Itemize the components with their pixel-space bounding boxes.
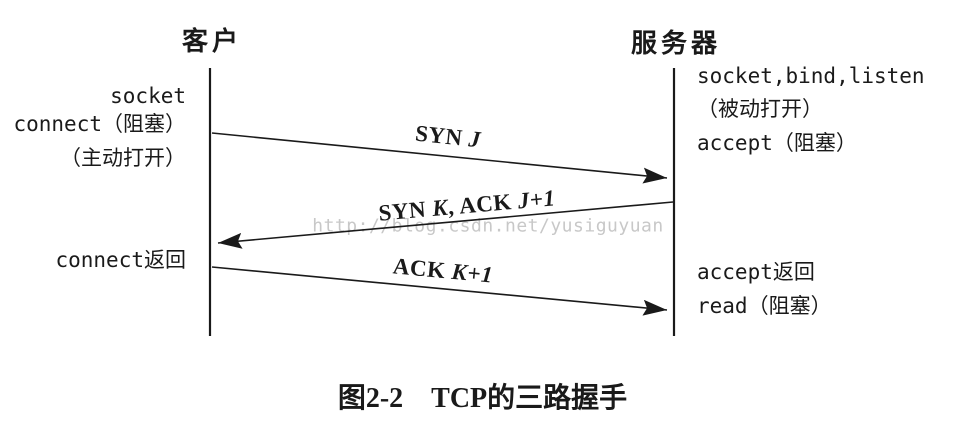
ack-text: ACK — [391, 253, 453, 284]
server-passive-open-label: （被动打开） — [697, 97, 823, 121]
syn-text: SYN — [414, 120, 471, 152]
figure-number: 图2-2 — [337, 383, 404, 414]
client-socket-label: socket — [110, 84, 186, 108]
client-active-open-label: （主动打开） — [60, 146, 186, 170]
syn-arrow — [211, 132, 668, 184]
client-connect-blocking-label: connect（阻塞） — [13, 112, 186, 136]
synack-seq2: J+1 — [516, 185, 557, 214]
client-lifeline-title: 客户 — [181, 26, 243, 56]
ack-arrow — [211, 266, 668, 316]
server-accept-blocking-label: accept（阻塞） — [697, 131, 857, 155]
figure-title: TCP的三路握手 — [431, 383, 628, 414]
syn-seq: J — [467, 126, 483, 153]
server-socket-bind-listen-label: socket,bind,listen — [697, 64, 925, 88]
blog-watermark: http://blog.csdn.net/yusiguyuan — [312, 215, 664, 237]
ack-seq: K+1 — [450, 258, 495, 288]
figure-caption: 图2-2 TCP的三路握手 — [0, 376, 965, 416]
server-read-blocking-label: read（阻塞） — [697, 294, 832, 318]
synack-arrow — [217, 201, 674, 249]
synack-text1: SYN — [377, 196, 434, 226]
server-lifeline-title: 服务器 — [630, 28, 722, 58]
client-connect-returns-label: connect返回 — [55, 248, 186, 272]
synack-text2: , ACK — [446, 188, 519, 220]
server-accept-returns-label: accept返回 — [697, 260, 815, 284]
